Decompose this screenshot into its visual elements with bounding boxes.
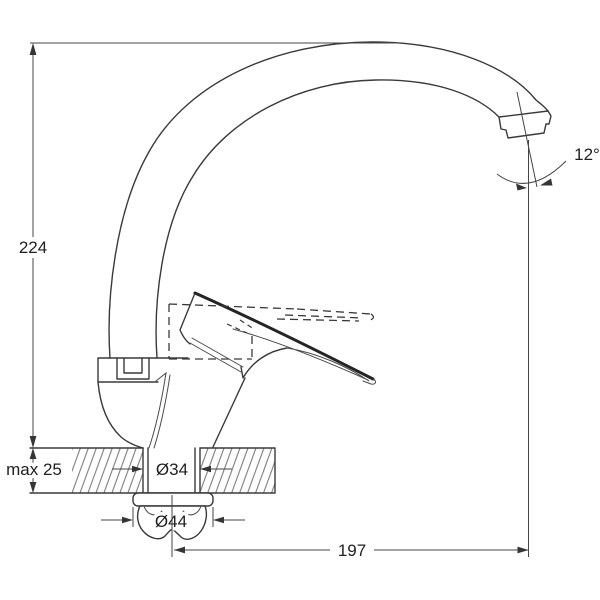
arrow-arc-right (540, 178, 553, 186)
dim-thickness-label: max 25 (6, 460, 62, 479)
handle-lever-top (193, 291, 375, 381)
arrow-right (122, 516, 133, 524)
arrow-down (29, 436, 37, 448)
handle-lever-underside (232, 328, 376, 385)
cap-left-edge (179, 292, 196, 345)
dim-nut-extensions (132, 507, 214, 527)
arrow-up (29, 448, 37, 459)
arrow-down (29, 482, 37, 493)
dim-height: 224 (15, 42, 400, 448)
dim-hole-label: Ø34 (156, 460, 188, 479)
arrow-left (213, 516, 224, 524)
dim-thickness: max 25 (3, 448, 65, 493)
raised-handle-detail (226, 319, 255, 334)
dim-reach-label: 197 (338, 541, 366, 560)
arrow-right (517, 546, 529, 554)
dim-nut-label: Ø44 (155, 512, 187, 531)
angle-slant-line (516, 91, 538, 188)
spout-inner-curve (155, 79, 500, 359)
dim-nut: Ø44 (101, 507, 245, 535)
base-left-edge (97, 381, 144, 449)
collar (97, 357, 189, 383)
dim-reach: 197 (171, 495, 529, 564)
arrow-up (29, 43, 37, 55)
countertop-hatch-right (200, 448, 275, 493)
base-right-edge (212, 377, 246, 448)
raised-handle-body (168, 303, 298, 360)
countertop-outline (29, 447, 276, 494)
aerator-tip (498, 110, 552, 139)
spout-outer-curve (108, 41, 549, 359)
arrow-right (132, 465, 143, 473)
raised-handle-lever (276, 308, 375, 322)
countertop-hatch-left (72, 448, 143, 493)
collar-notch (116, 357, 150, 380)
nut-scallops (143, 505, 202, 516)
arrow-left (200, 465, 211, 473)
countertop (29, 447, 276, 494)
handle-raised-dashed (168, 303, 375, 360)
arrow-left (174, 546, 185, 554)
angle-arc (496, 160, 567, 184)
dim-angle-label: 12° (574, 145, 600, 164)
arrow-arc-left (516, 183, 527, 191)
dim-height-label: 224 (19, 238, 47, 257)
mounting-hole-walls (142, 447, 201, 494)
cap-rim-lines (189, 337, 244, 373)
dim-angle: 12° (496, 91, 600, 557)
base-heel-curves (148, 371, 171, 449)
dim-hole: Ø34 (112, 457, 232, 483)
body-armpit-curve (240, 347, 288, 379)
flange (132, 492, 214, 507)
